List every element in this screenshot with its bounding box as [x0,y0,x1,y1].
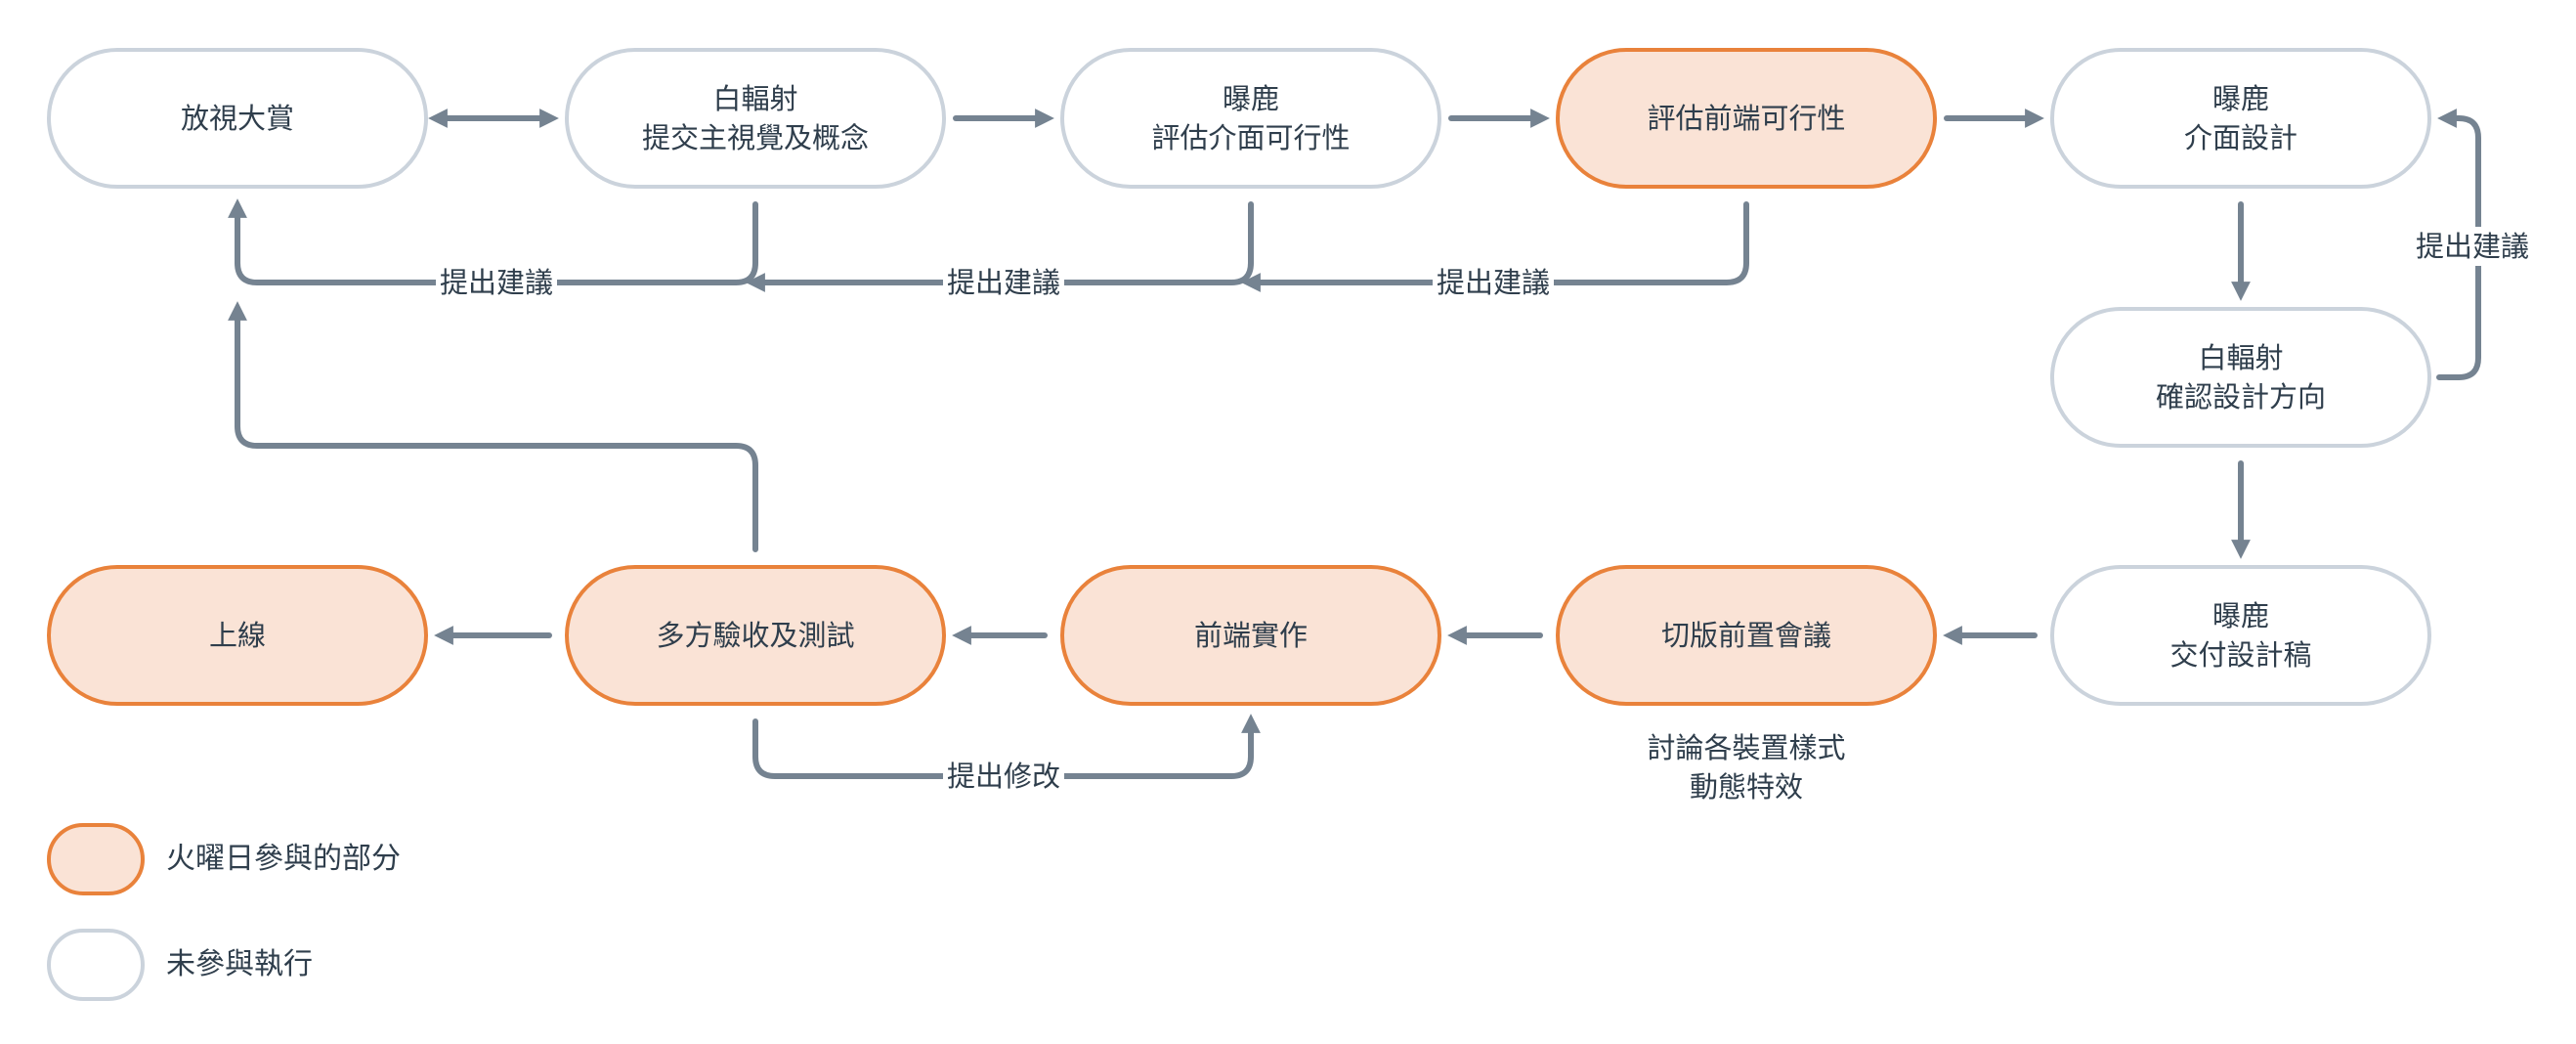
legend-swatch-participated [47,823,145,895]
node-text-line: 切版前置會議 [1660,619,1831,652]
edge-label-suggest: 提出建議 [2411,227,2534,266]
node-pre-slicing-meeting: 切版前置會議 [1556,565,1937,706]
node-submit-visual: 白輻射提交主視覺及概念 [565,48,946,189]
node-text-line: 介面設計 [2183,121,2297,154]
meeting-topic-line: 討論各裝置樣式 [1647,731,1846,764]
node-text-line: 上線 [208,619,266,652]
edge-label-suggest: 提出建議 [1432,263,1555,302]
arrow-testing-back-to-award [228,301,758,552]
node-text-line: 放視大賞 [180,102,294,135]
node-launch: 上線 [47,565,428,706]
node-award: 放視大賞 [47,48,428,189]
legend-swatch-not-participated [47,929,145,1001]
meeting-topics-note: 討論各裝置樣式 動態特效 [1610,728,1883,806]
meeting-topic-line: 動態特效 [1689,770,1803,804]
legend-label-not-participated: 未參與執行 [166,947,313,981]
node-text-line: 白輻射 [712,82,798,115]
node-text-line: 多方驗收及測試 [656,619,855,652]
node-text-line: 評估前端可行性 [1647,102,1846,135]
node-acceptance-testing: 多方驗收及測試 [565,565,946,706]
node-ui-feasibility: 曝鹿評估介面可行性 [1060,48,1441,189]
node-text-line: 確認設計方向 [2155,380,2326,413]
node-deliver-design: 曝鹿交付設計稿 [2050,565,2431,706]
node-frontend-feasibility: 評估前端可行性 [1556,48,1937,189]
node-text-line: 曝鹿 [2211,599,2269,632]
arrow-suggest-frontend-to-ui [1241,201,1749,292]
node-confirm-direction: 白輻射確認設計方向 [2050,307,2431,448]
node-frontend-build: 前端實作 [1060,565,1441,706]
legend-label-participated: 火曜日參與的部分 [166,842,401,876]
edge-label-suggest: 提出建議 [435,263,558,302]
node-text-line: 評估介面可行性 [1151,121,1351,154]
node-text-line: 交付設計稿 [2169,638,2312,672]
node-text-line: 曝鹿 [1222,82,1279,115]
node-text-line: 白輻射 [2198,341,2284,374]
edge-label-modify: 提出修改 [942,757,1065,796]
edge-label-suggest: 提出建議 [942,263,1065,302]
node-text-line: 前端實作 [1193,619,1308,652]
node-ui-design: 曝鹿介面設計 [2050,48,2431,189]
node-text-line: 曝鹿 [2211,82,2269,115]
node-text-line: 提交主視覺及概念 [641,121,869,154]
